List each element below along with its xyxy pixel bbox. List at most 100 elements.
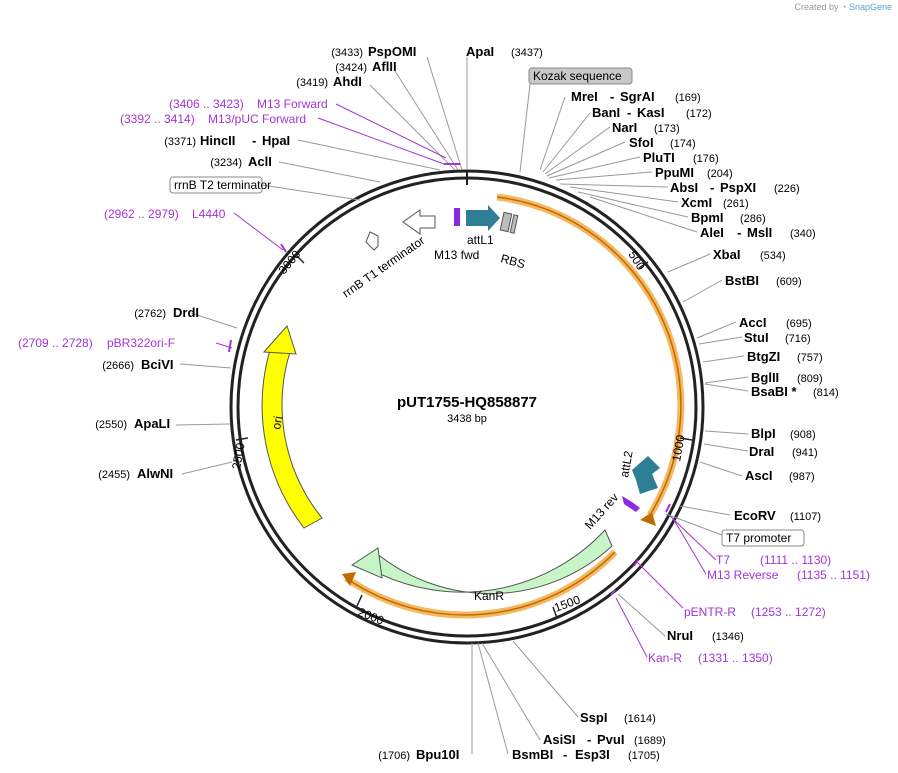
svg-text:(3433): (3433) <box>331 47 363 59</box>
ori-feature: ori <box>261 325 323 529</box>
svg-text:BsmBI: BsmBI <box>512 747 553 762</box>
enzyme-sep: - <box>587 732 591 747</box>
svg-text:BtgZI: BtgZI <box>747 349 780 364</box>
svg-text:AccI: AccI <box>739 315 766 330</box>
svg-text:AlwNI: AlwNI <box>137 466 173 481</box>
svg-text:(226): (226) <box>774 183 800 195</box>
leader-lines <box>175 56 749 755</box>
svg-text:(1705): (1705) <box>628 750 660 762</box>
svg-text:NruI: NruI <box>667 628 693 643</box>
svg-text:(1135 .. 1151): (1135 .. 1151) <box>797 568 870 582</box>
svg-text:PvuI: PvuI <box>597 732 624 747</box>
svg-text:pBR322ori-F: pBR322ori-F <box>107 336 175 350</box>
svg-text:(3437): (3437) <box>511 47 543 59</box>
svg-text:PspOMI: PspOMI <box>368 44 416 59</box>
svg-text:Esp3I: Esp3I <box>575 747 610 762</box>
svg-text:(1614): (1614) <box>624 713 656 725</box>
svg-text:(3406 .. 3423): (3406 .. 3423) <box>169 97 244 111</box>
svg-text:(987): (987) <box>789 471 815 483</box>
plasmid-title: pUT1755-HQ858877 <box>397 394 537 411</box>
kanr-feature: KanR <box>350 529 613 603</box>
svg-text:AleI: AleI <box>700 225 724 240</box>
enzyme-sep: - <box>563 747 567 762</box>
feature-label-kanr: KanR <box>474 589 504 603</box>
svg-text:(2550): (2550) <box>95 419 127 431</box>
svg-text:DraI: DraI <box>749 444 774 459</box>
svg-text:DrdI: DrdI <box>173 305 199 320</box>
svg-text:ApaLI: ApaLI <box>134 416 170 431</box>
svg-text:MreI: MreI <box>571 89 598 104</box>
svg-text:(3371): (3371) <box>164 136 196 148</box>
svg-text:M13 rev: M13 rev <box>582 490 621 532</box>
svg-text:(2762): (2762) <box>134 308 166 320</box>
enzyme-sep: - <box>252 133 256 148</box>
snapgene-logo-icon: ◔ <box>841 2 847 12</box>
svg-text:(169): (169) <box>675 92 701 104</box>
svg-text:T7: T7 <box>716 553 730 567</box>
svg-text:1000: 1000 <box>669 433 687 462</box>
svg-text:(1689): (1689) <box>634 735 666 747</box>
svg-text:RBS: RBS <box>499 251 526 271</box>
svg-text:attL1: attL1 <box>467 233 494 247</box>
svg-text:SfoI: SfoI <box>629 135 654 150</box>
svg-text:(172): (172) <box>686 108 712 120</box>
svg-text:(3234): (3234) <box>210 157 242 169</box>
svg-text:HincII: HincII <box>200 133 235 148</box>
m13-fwd-marker <box>454 208 460 226</box>
primer-labels: (3406 .. 3423) M13 Forward (3392 .. 3414… <box>18 97 870 665</box>
svg-text:ApaI: ApaI <box>466 44 494 59</box>
svg-text:Kozak sequence: Kozak sequence <box>533 69 622 83</box>
svg-text:2000: 2000 <box>356 605 386 628</box>
enzyme-sep: - <box>627 105 631 120</box>
svg-text:(1346): (1346) <box>712 631 744 643</box>
svg-text:AsiSI: AsiSI <box>543 732 576 747</box>
svg-text:KasI: KasI <box>637 105 664 120</box>
feature-label-m13-fwd: M13 fwd <box>434 248 479 262</box>
enzyme-labels: (3433) PspOMI ApaI (3437) (3424) AflII (… <box>95 44 838 762</box>
svg-text:XcmI: XcmI <box>681 195 712 210</box>
svg-text:(1111 .. 1130): (1111 .. 1130) <box>760 553 831 567</box>
svg-text:(1706): (1706) <box>378 750 410 762</box>
svg-text:BciVI: BciVI <box>141 357 174 372</box>
svg-text:PluTI: PluTI <box>643 150 675 165</box>
svg-text:M13/pUC Forward: M13/pUC Forward <box>208 112 306 126</box>
svg-text:SgrAI: SgrAI <box>620 89 655 104</box>
svg-text:rrnB T2 terminator: rrnB T2 terminator <box>174 178 271 192</box>
enzyme-sep: - <box>737 225 741 240</box>
enzyme-sep: - <box>710 180 714 195</box>
svg-text:L4440: L4440 <box>192 207 226 221</box>
feature-label-ori: ori <box>269 415 285 431</box>
svg-text:XbaI: XbaI <box>713 247 740 262</box>
svg-text:M13 Forward: M13 Forward <box>257 97 328 111</box>
svg-text:(2666): (2666) <box>102 360 134 372</box>
svg-text:PspXI: PspXI <box>720 180 756 195</box>
svg-text:AflII: AflII <box>372 59 397 74</box>
svg-text:(2455): (2455) <box>98 469 130 481</box>
svg-text:(174): (174) <box>670 138 696 150</box>
boxed-feature-rrnb-t2: rrnB T2 terminator <box>169 176 271 194</box>
svg-text:(534): (534) <box>760 250 786 262</box>
svg-text:(1253 .. 1272): (1253 .. 1272) <box>751 605 826 619</box>
snapgene-credit: Created by ◔ SnapGene <box>794 2 892 12</box>
rrnb-t1-terminator: rrnB T1 terminator <box>340 209 436 300</box>
svg-text:BstBI: BstBI <box>725 273 759 288</box>
svg-text:NarI: NarI <box>612 120 637 135</box>
svg-text:M13 Reverse: M13 Reverse <box>707 568 779 582</box>
svg-text:Bpu10I: Bpu10I <box>416 747 459 762</box>
svg-text:(173): (173) <box>654 123 680 135</box>
svg-text:StuI: StuI <box>744 330 769 345</box>
enzyme-sep: - <box>610 89 614 104</box>
svg-text:BsaBI *: BsaBI * <box>751 384 797 399</box>
svg-text:AbsI: AbsI <box>670 180 698 195</box>
svg-text:Kan-R: Kan-R <box>648 651 682 665</box>
svg-text:(3424): (3424) <box>335 62 367 74</box>
svg-text:(3419): (3419) <box>296 77 328 89</box>
attL1-feature: attL1 <box>466 205 500 247</box>
svg-text:(814): (814) <box>813 387 839 399</box>
rbs-feature: RBS <box>499 211 527 271</box>
boxed-feature-kozak: Kozak sequence <box>528 67 633 85</box>
svg-text:(340): (340) <box>790 228 816 240</box>
svg-text:BlpI: BlpI <box>751 426 776 441</box>
svg-text:(941): (941) <box>792 447 818 459</box>
